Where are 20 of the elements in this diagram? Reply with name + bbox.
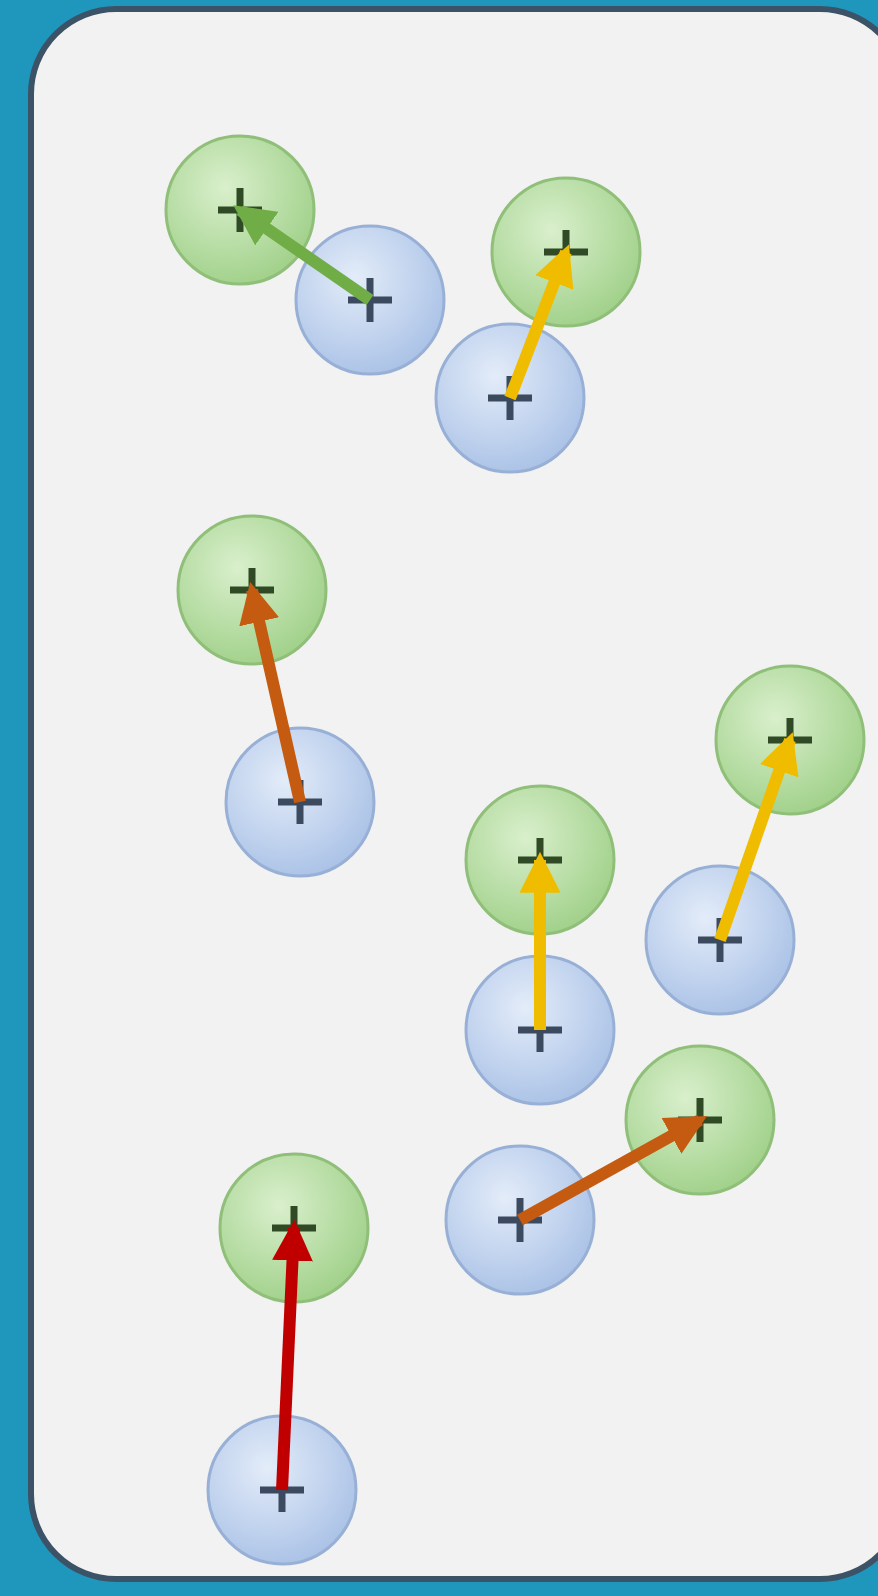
- arrow: [504, 244, 574, 401]
- arrow: [519, 851, 561, 1030]
- source-circle: [434, 322, 586, 474]
- target-circle: [176, 514, 328, 666]
- arrow: [714, 732, 799, 942]
- target-circle: [218, 1152, 370, 1304]
- target-circle: [624, 1044, 776, 1196]
- arrow: [233, 205, 374, 305]
- arrow: [272, 1219, 313, 1491]
- source-circle: [444, 1144, 596, 1296]
- target-circle: [164, 134, 316, 286]
- target-circle: [464, 784, 616, 936]
- source-circle: [294, 224, 446, 376]
- source-circle: [644, 864, 796, 1016]
- target-circle: [714, 664, 866, 816]
- source-circle: [224, 726, 376, 878]
- source-circle: [464, 954, 616, 1106]
- source-circle: [206, 1414, 358, 1566]
- arrow: [239, 582, 306, 804]
- target-circle: [490, 176, 642, 328]
